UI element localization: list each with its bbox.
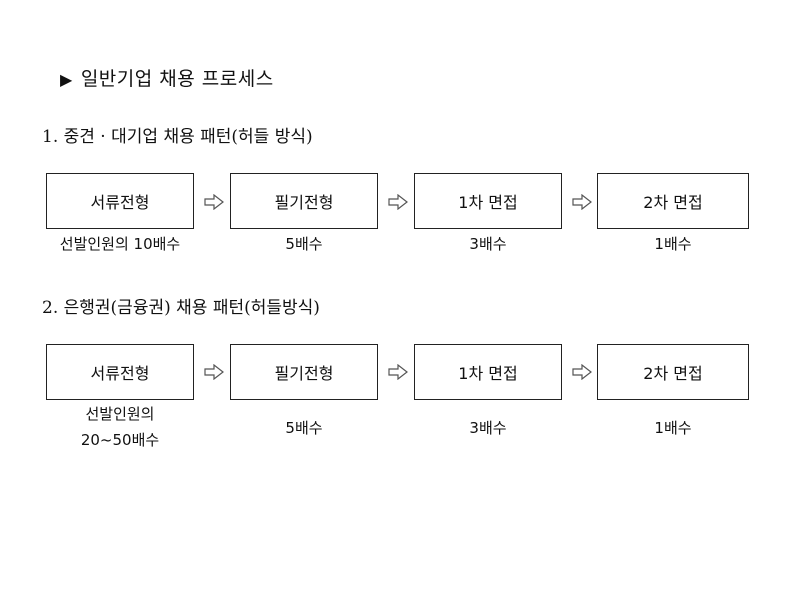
- step-box-second-interview: 2차 면접: [597, 344, 749, 400]
- multiplier-note: 5배수: [285, 419, 323, 437]
- step-box-first-interview: 1차 면접: [414, 173, 562, 229]
- step-box-first-interview: 1차 면접: [414, 344, 562, 400]
- hollow-arrow-right-icon: [204, 194, 224, 210]
- section-heading-1: 1. 중견 · 대기업 채용 패턴(허들 방식): [42, 127, 313, 147]
- hollow-arrow-right-icon: [388, 194, 408, 210]
- step-box-written-test: 필기전형: [230, 173, 378, 229]
- multiplier-note: 선발인원의 20~50배수: [46, 401, 194, 453]
- hollow-arrow-right-icon: [572, 194, 592, 210]
- multiplier-note-line: 20~50배수: [80, 431, 160, 449]
- multiplier-note: 3배수: [469, 235, 507, 253]
- multiplier-note: 선발인원의 10배수: [59, 235, 181, 253]
- step-box-document-screening: 서류전형: [46, 344, 194, 400]
- triangle-bullet-icon: ▶: [60, 70, 73, 89]
- multiplier-note: 5배수: [285, 235, 323, 253]
- section-heading-2: 2. 은행권(금융권) 채용 패턴(허들방식): [42, 298, 320, 318]
- hollow-arrow-right-icon: [572, 364, 592, 380]
- multiplier-note-line: 선발인원의: [85, 405, 155, 423]
- page-title: ▶ 일반기업 채용 프로세스: [60, 64, 274, 91]
- step-box-written-test: 필기전형: [230, 344, 378, 400]
- step-box-second-interview: 2차 면접: [597, 173, 749, 229]
- hollow-arrow-right-icon: [388, 364, 408, 380]
- hollow-arrow-right-icon: [204, 364, 224, 380]
- multiplier-note: 3배수: [469, 419, 507, 437]
- multiplier-note: 1배수: [654, 419, 692, 437]
- step-box-document-screening: 서류전형: [46, 173, 194, 229]
- page-title-text: 일반기업 채용 프로세스: [80, 68, 274, 90]
- multiplier-note: 1배수: [654, 235, 692, 253]
